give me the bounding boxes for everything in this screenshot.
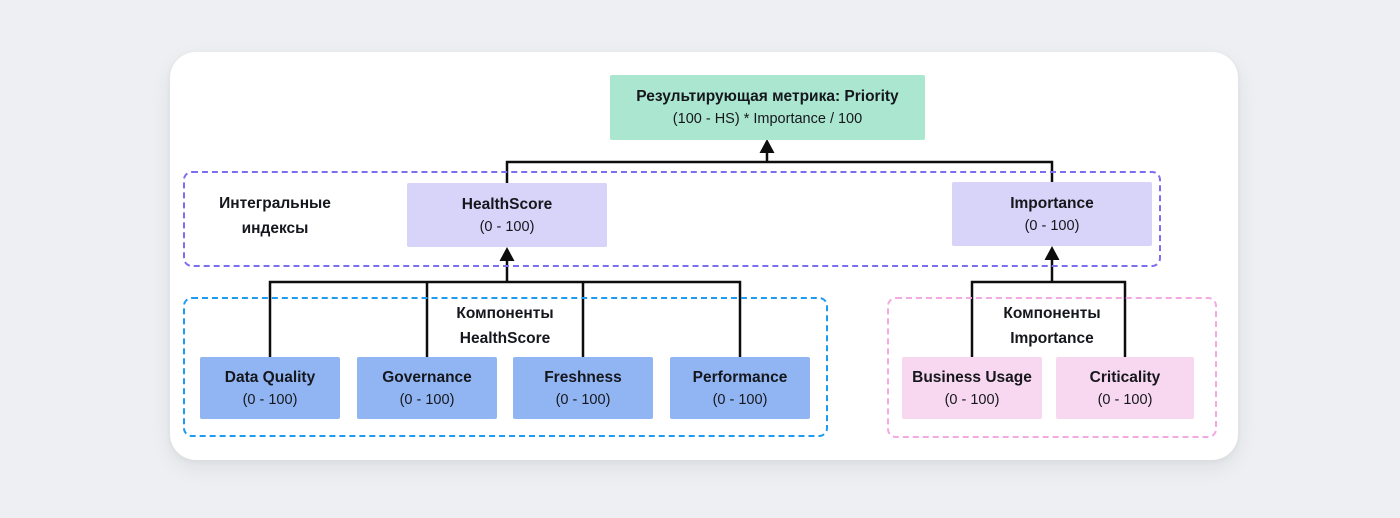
freshness-box: Freshness (0 - 100) bbox=[513, 357, 653, 419]
data-quality-box: Data Quality (0 - 100) bbox=[200, 357, 340, 419]
performance-range: (0 - 100) bbox=[712, 391, 768, 408]
integral-indices-label-line1: Интегральные bbox=[219, 195, 331, 212]
freshness-range: (0 - 100) bbox=[555, 391, 611, 408]
performance-title: Performance bbox=[692, 368, 788, 386]
importance-components-container bbox=[887, 297, 1217, 438]
result-metric-formula: (100 - HS) * Importance / 100 bbox=[672, 111, 863, 127]
components-importance-label-line1: Компоненты bbox=[1003, 305, 1101, 322]
business-usage-range: (0 - 100) bbox=[944, 391, 1000, 408]
importance-box-range: (0 - 100) bbox=[1024, 217, 1080, 234]
components-importance-label: Компоненты Importance bbox=[952, 301, 1152, 351]
components-healthscore-label-line1: Компоненты bbox=[456, 305, 554, 322]
healthscore-box: HealthScore (0 - 100) bbox=[407, 183, 607, 247]
healthscore-components-container bbox=[183, 297, 828, 437]
governance-range: (0 - 100) bbox=[399, 391, 455, 408]
healthscore-box-title: HealthScore bbox=[461, 195, 553, 213]
freshness-title: Freshness bbox=[544, 368, 622, 386]
healthscore-box-range: (0 - 100) bbox=[479, 218, 535, 235]
components-healthscore-label: Компоненты HealthScore bbox=[405, 301, 605, 351]
data-quality-title: Data Quality bbox=[224, 368, 316, 386]
business-usage-box: Business Usage (0 - 100) bbox=[902, 357, 1042, 419]
importance-box: Importance (0 - 100) bbox=[952, 182, 1152, 246]
integral-indices-container bbox=[183, 171, 1161, 267]
components-importance-label-line2: Importance bbox=[1010, 330, 1094, 347]
governance-box: Governance (0 - 100) bbox=[357, 357, 497, 419]
performance-box: Performance (0 - 100) bbox=[670, 357, 810, 419]
result-metric-box: Результирующая метрика: Priority (100 - … bbox=[610, 75, 925, 140]
criticality-range: (0 - 100) bbox=[1097, 391, 1153, 408]
result-metric-title: Результирующая метрика: Priority bbox=[636, 88, 899, 105]
criticality-box: Criticality (0 - 100) bbox=[1056, 357, 1194, 419]
diagram-card: Результирующая метрика: Priority (100 - … bbox=[170, 52, 1238, 460]
data-quality-range: (0 - 100) bbox=[242, 391, 298, 408]
integral-indices-label-line2: индексы bbox=[241, 220, 309, 237]
importance-box-title: Importance bbox=[1010, 194, 1094, 212]
governance-title: Governance bbox=[382, 368, 472, 386]
criticality-title: Criticality bbox=[1089, 368, 1161, 386]
business-usage-title: Business Usage bbox=[912, 368, 1032, 386]
components-healthscore-label-line2: HealthScore bbox=[459, 330, 551, 347]
integral-indices-label: Интегральные индексы bbox=[190, 191, 360, 241]
